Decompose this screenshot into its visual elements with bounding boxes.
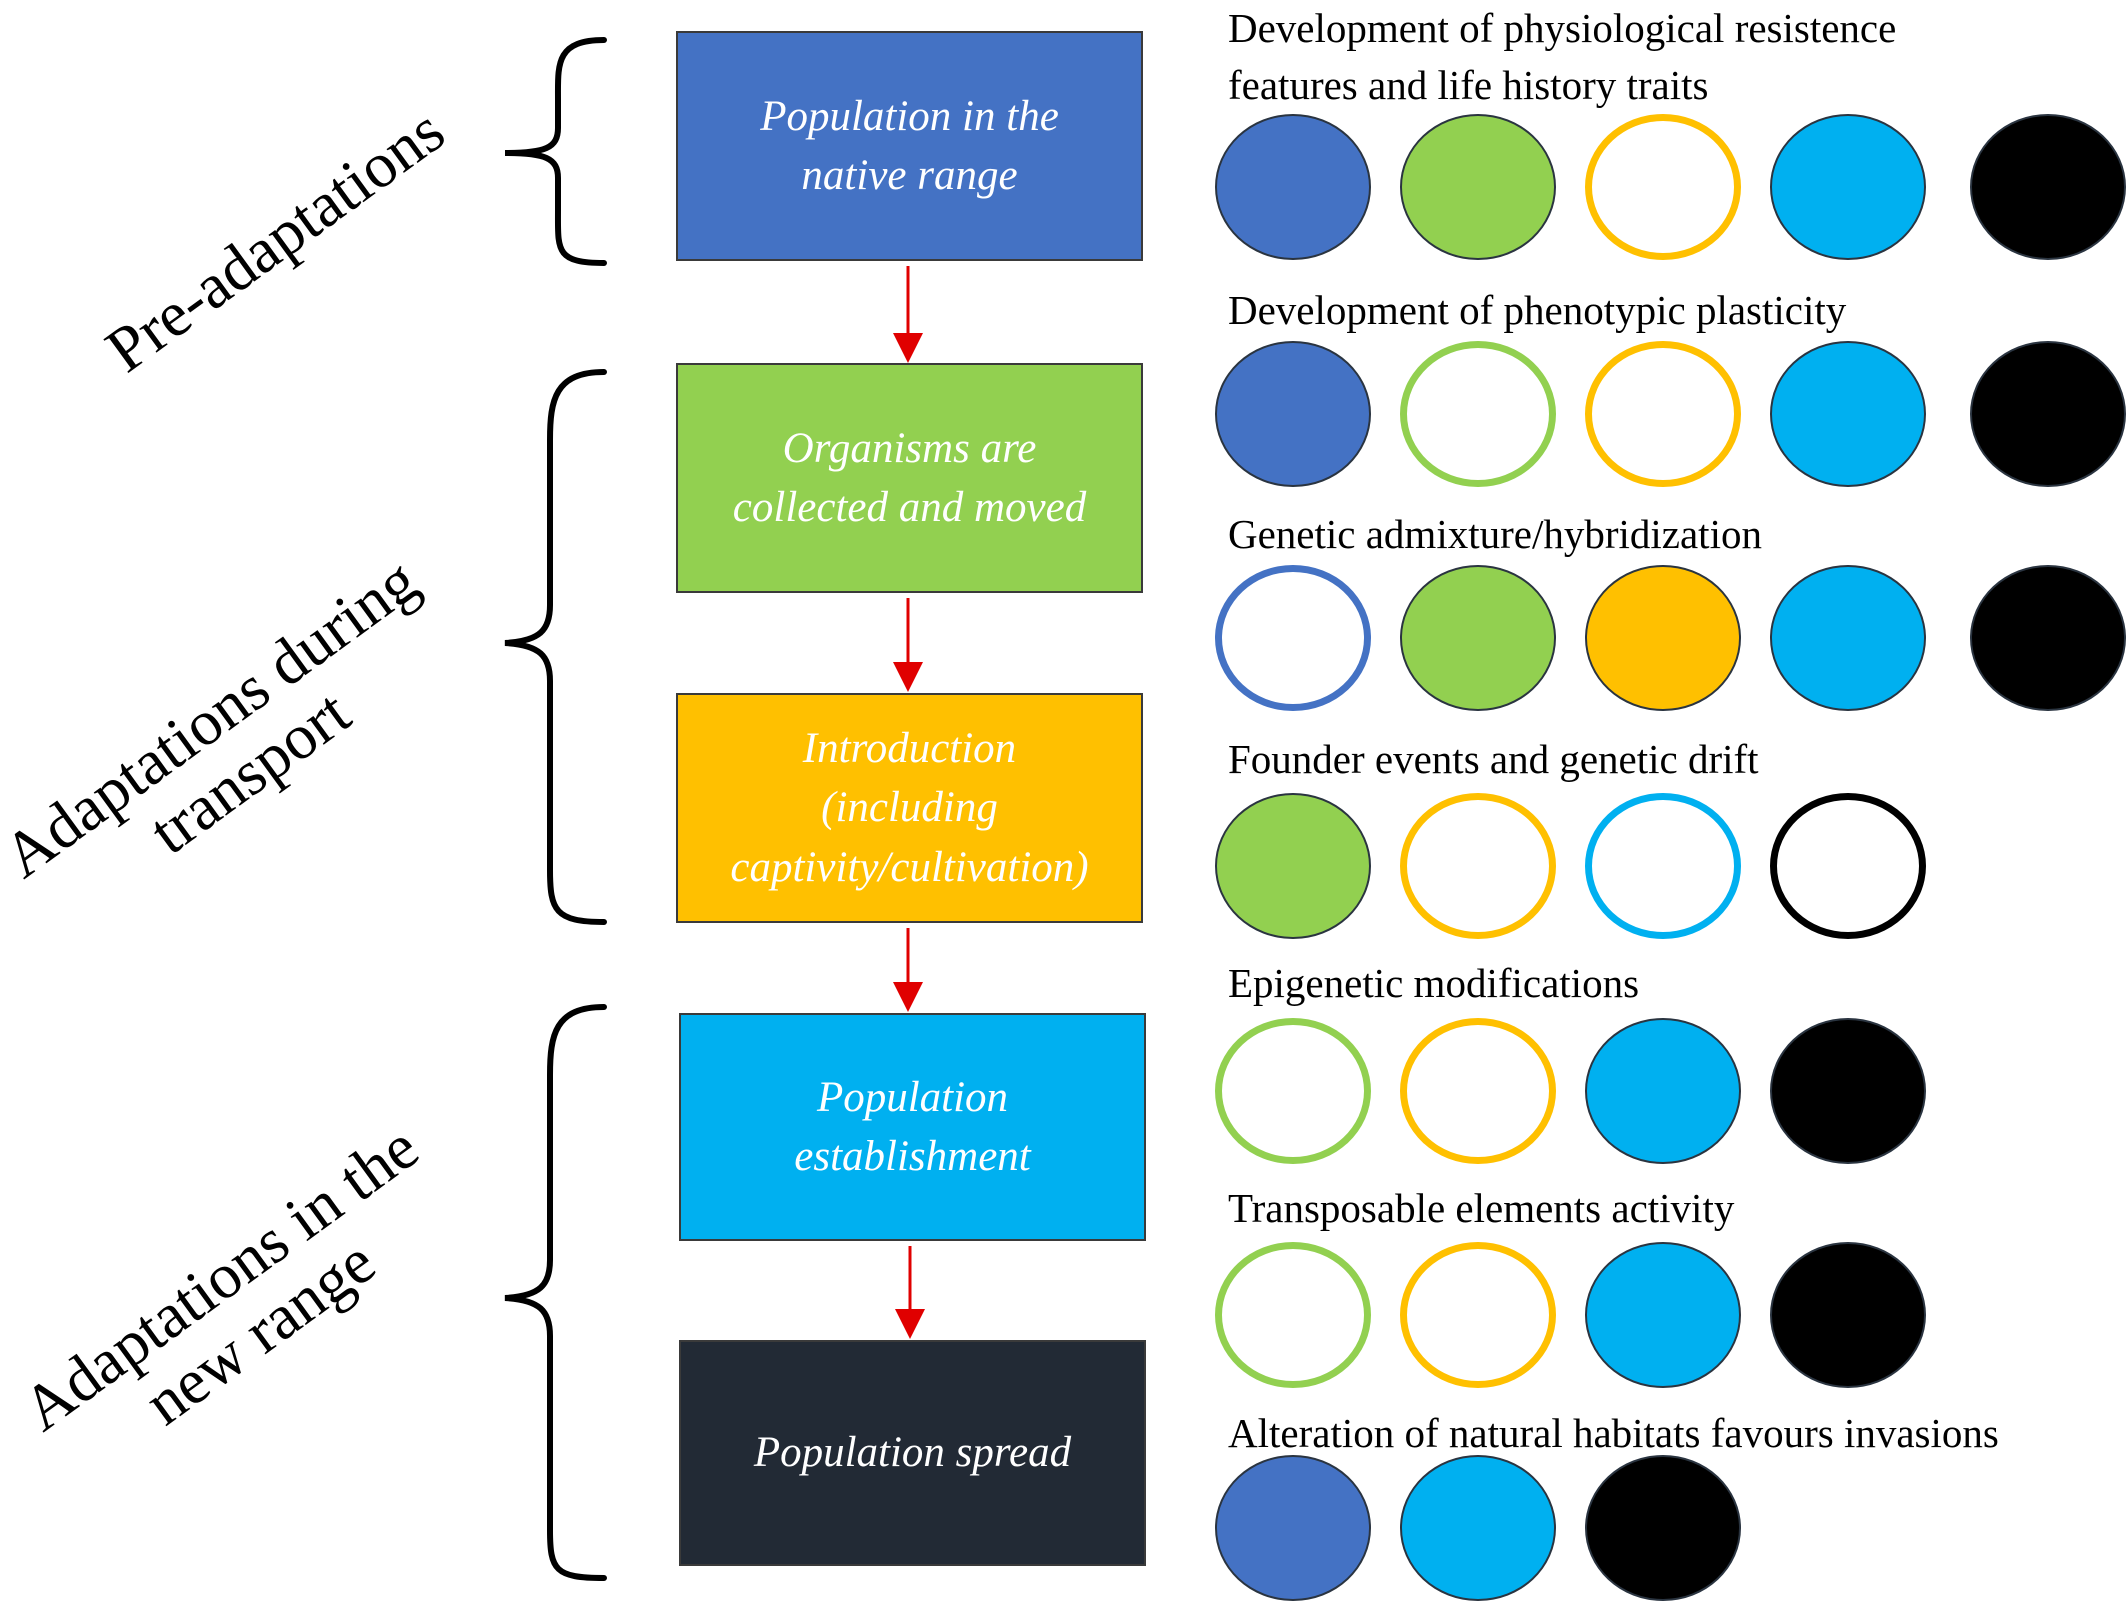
brace-transport [504, 369, 607, 925]
step-box-introduction: Introduction (including captivity/cultivat… [676, 693, 1143, 923]
filled-circle [1585, 1242, 1741, 1388]
mechanism-heading: Transposable elements activity [1228, 1180, 1734, 1237]
step-text: Population in the native range [760, 87, 1059, 206]
filled-circle [1585, 1018, 1741, 1164]
filled-circle [1970, 565, 2126, 711]
mechanism-heading-line: Genetic admixture/hybridization [1228, 511, 1762, 557]
filled-circle [1970, 341, 2126, 487]
hollow-circle [1215, 565, 1371, 711]
hollow-circle [1400, 1018, 1556, 1164]
hollow-circle [1585, 793, 1741, 939]
step-text-line: captivity/cultivation) [730, 843, 1089, 891]
filled-circle [1215, 341, 1371, 487]
mechanism-heading-line: Development of phenotypic plasticity [1228, 287, 1847, 333]
filled-circle [1770, 341, 1926, 487]
step-box-spread: Population spread [679, 1340, 1146, 1566]
step-text: Introduction (including captivity/cultivat… [730, 719, 1088, 897]
filled-circle [1770, 114, 1926, 260]
hollow-circle [1400, 1242, 1556, 1388]
mechanism-heading: Development of physiological resistence f… [1228, 0, 1896, 113]
filled-circle [1770, 1018, 1926, 1164]
step-box-native-range: Population in the native range [676, 31, 1143, 261]
filled-circle [1585, 565, 1741, 711]
hollow-circle [1215, 1242, 1371, 1388]
step-text-line: Population in the [760, 92, 1059, 140]
flow-arrows [893, 266, 925, 1339]
mechanism-heading-line: Epigenetic modifications [1228, 960, 1640, 1006]
filled-circle [1215, 793, 1371, 939]
brace-new-range [504, 1004, 607, 1581]
mechanism-heading-line: Founder events and genetic drift [1228, 736, 1759, 782]
step-box-collected-moved: Organisms are collected and moved [676, 363, 1143, 593]
step-text-line: collected and moved [732, 484, 1087, 531]
filled-circle [1585, 1455, 1741, 1601]
mechanism-heading: Alteration of natural habitats favours i… [1228, 1405, 1999, 1462]
hollow-circle [1585, 341, 1741, 487]
step-text-line: establishment [794, 1133, 1031, 1180]
step-text-line: (including [821, 784, 998, 832]
hollow-circle [1400, 341, 1556, 487]
filled-circle [1215, 1455, 1371, 1601]
brace-pre-adaptations [504, 37, 607, 266]
step-text-line: Introduction [802, 725, 1017, 772]
mechanism-heading-line: Development of physiological resistence [1228, 5, 1897, 51]
hollow-circle [1215, 1018, 1371, 1164]
hollow-circle [1400, 793, 1556, 939]
step-text-line: Population [816, 1073, 1009, 1121]
filled-circle [1970, 114, 2126, 260]
filled-circle [1770, 1242, 1926, 1388]
mechanism-heading: Epigenetic modifications [1228, 955, 1639, 1012]
filled-circle [1770, 565, 1926, 711]
mechanism-heading-line: Transposable elements activity [1228, 1185, 1735, 1231]
step-text-line: native range [801, 152, 1018, 199]
mechanism-heading: Founder events and genetic drift [1228, 731, 1759, 788]
step-box-establishment: Population establishment [679, 1013, 1146, 1241]
mechanism-heading-line: features and life history traits [1228, 61, 1709, 108]
stage-braces [504, 37, 607, 1581]
mechanism-heading: Development of phenotypic plasticity [1228, 282, 1846, 339]
filled-circle [1400, 565, 1556, 711]
step-text-line: Organisms are [782, 424, 1037, 472]
filled-circle [1215, 114, 1371, 260]
step-text: Population establishment [794, 1068, 1030, 1187]
filled-circle [1400, 114, 1556, 260]
step-text-line: Population spread [753, 1429, 1072, 1477]
step-text: Population spread [754, 1423, 1071, 1482]
hollow-circle [1585, 114, 1741, 260]
step-text: Organisms are collected and moved [733, 419, 1086, 538]
mechanism-heading: Genetic admixture/hybridization [1228, 506, 1762, 563]
hollow-circle [1770, 793, 1926, 939]
filled-circle [1400, 1455, 1556, 1601]
mechanism-heading-line: Alteration of natural habitats favours i… [1228, 1410, 1999, 1456]
